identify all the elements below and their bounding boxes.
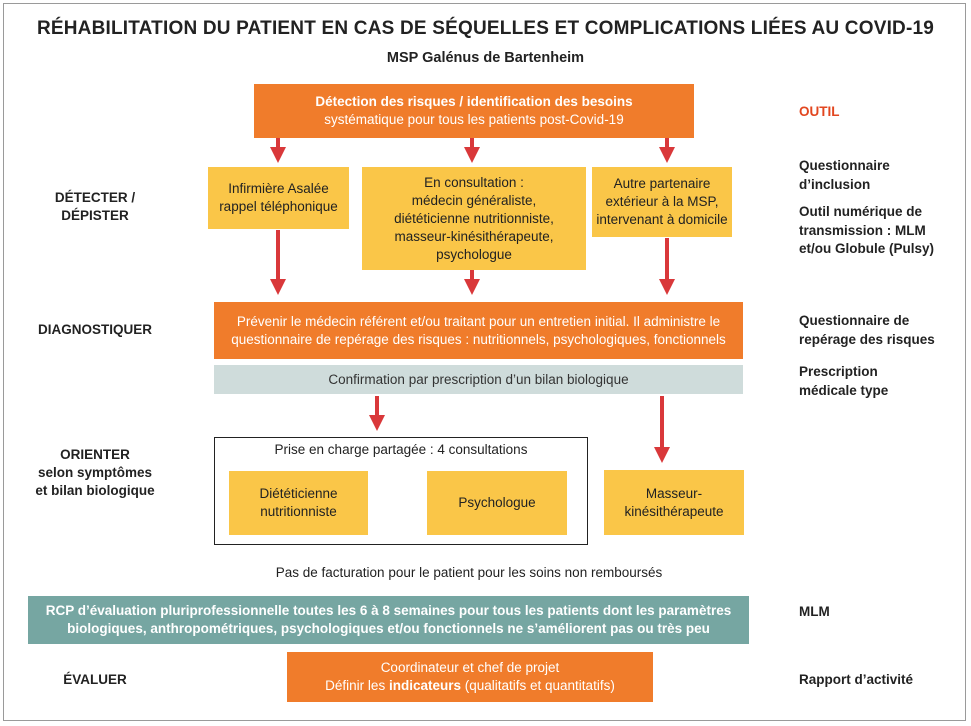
tool-line: repérage des risques <box>799 331 935 347</box>
stage-orient-label: ORIENTER selon symptômes et bilan biolog… <box>20 446 170 500</box>
box-line: Diététicienne <box>259 486 338 501</box>
rcp-evaluation-box: RCP d’évaluation pluriprofessionnelle to… <box>28 596 749 644</box>
tool-line: Questionnaire <box>799 158 890 173</box>
diagram-subtitle: MSP Galénus de Bartenheim <box>386 50 585 66</box>
tool-line: et/ou Globule (Pulsy) <box>799 241 935 256</box>
box-line: psychologue <box>436 246 512 262</box>
physiotherapist-box: Masseur- kinésithérapeute <box>604 470 744 535</box>
box-line: kinésithérapeute <box>624 503 724 519</box>
box-line: biologiques, anthropométriques, psycholo… <box>67 621 710 636</box>
box-line: intervenant à domicile <box>596 212 728 227</box>
shared-care-label: Prise en charge partagée : 4 consultatio… <box>274 442 528 457</box>
diagram-title: RÉHABILITATION DU PATIENT EN CAS DE SÉQU… <box>36 18 935 39</box>
evaluate-text: Définir les <box>325 678 389 693</box>
box-line: Masseur- <box>645 485 703 501</box>
no-billing-note: Pas de facturation pour le patient pour … <box>275 565 663 580</box>
tool-inclusion-questionnaire: Questionnaire d’inclusion <box>799 157 890 194</box>
tool-line: transmission : MLM <box>799 222 926 238</box>
tool-prescription: Prescription médicale type <box>799 363 888 400</box>
box-line: Autre partenaire <box>613 176 711 191</box>
evaluate-text: (qualitatifs et quantitatifs) <box>460 678 615 693</box>
shared-care-group: Prise en charge partagée : 4 consultatio… <box>214 437 588 545</box>
box-line: extérieur à la MSP, <box>605 194 719 209</box>
nurse-asalee-box: Infirmière Asalée rappel téléphonique <box>208 167 349 229</box>
tool-numeric-transmission: Outil numérique de transmission : MLM et… <box>799 203 934 259</box>
evaluate-line: Définir les indicateurs (qualitatifs et … <box>325 677 615 695</box>
box-line: rappel téléphonique <box>219 199 338 214</box>
stage-evaluate-label: ÉVALUER <box>63 672 127 687</box>
box-line: questionnaire de repérage des risques : … <box>231 331 726 347</box>
stage-orient-line: et bilan biologique <box>35 483 155 498</box>
tool-activity-report: Rapport d’activité <box>799 672 914 687</box>
tool-line: Outil numérique de <box>799 204 923 219</box>
figure-frame <box>3 3 966 721</box>
risk-detection-title: Détection des risques / identification d… <box>315 94 633 109</box>
psychologist-box: Psychologue <box>427 471 567 535</box>
box-line: nutritionniste <box>260 504 337 519</box>
tool-line: Prescription <box>799 364 878 379</box>
risk-detection-subtitle: systématique pour tous les patients post… <box>324 112 624 127</box>
tool-line: d’inclusion <box>799 176 871 192</box>
tool-line: médicale type <box>799 382 889 398</box>
stage-orient-line: selon symptômes <box>37 465 153 480</box>
evaluate-line: Coordinateur et chef de projet <box>380 660 560 675</box>
dietitian-box: Diététicienne nutritionniste <box>229 471 368 535</box>
stage-detect-label: DÉTECTER / DÉPISTER <box>54 190 136 223</box>
box-line: Infirmière Asalée <box>228 181 329 196</box>
risk-detection-box: Détection des risques / identification d… <box>254 84 694 138</box>
tool-line: Questionnaire de <box>799 313 910 328</box>
tool-mlm: MLM <box>799 604 830 619</box>
box-line: Prévenir le médecin référent et/ou trait… <box>236 313 721 329</box>
box-line: RCP d’évaluation pluriprofessionnelle to… <box>45 603 732 618</box>
external-partner-box: Autre partenaire extérieur à la MSP, int… <box>592 167 732 237</box>
stage-diagnose-label: DIAGNOSTIQUER <box>37 322 152 337</box>
stage-orient-line: ORIENTER <box>60 447 130 462</box>
tool-risk-questionnaire: Questionnaire de repérage des risques <box>799 312 935 349</box>
evaluate-box: Coordinateur et chef de projet Définir l… <box>287 652 653 702</box>
box-line: En consultation : <box>424 174 524 190</box>
box-line: masseur-kinésithérapeute, <box>394 228 554 244</box>
indicators-word: indicateurs <box>388 678 461 693</box>
consultation-box: En consultation : médecin généraliste, d… <box>362 167 586 270</box>
box-line: médecin généraliste, <box>411 192 537 208</box>
tools-header: OUTIL <box>799 104 840 119</box>
biology-confirmation-box: Confirmation par prescription d’un bilan… <box>214 365 743 394</box>
diagnose-box: Prévenir le médecin référent et/ou trait… <box>214 302 743 359</box>
box-line: diététicienne nutritionniste, <box>394 210 554 226</box>
